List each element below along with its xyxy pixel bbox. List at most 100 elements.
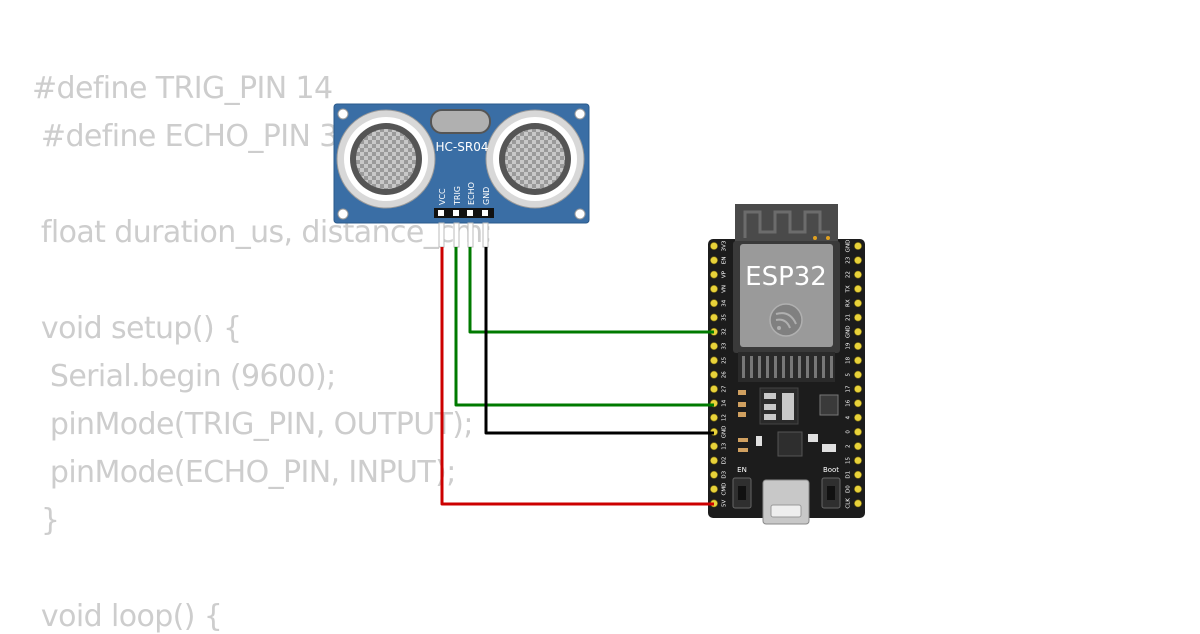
board-pin-right-d1[interactable] xyxy=(854,470,862,479)
boot-button-label: Boot xyxy=(823,466,839,474)
board-pin-right-rx[interactable] xyxy=(854,299,862,308)
board-pin-right-16[interactable] xyxy=(854,399,862,408)
board-pin-right-2[interactable] xyxy=(854,442,862,451)
board-pin-label: 5V xyxy=(722,500,728,507)
module-castellations xyxy=(738,352,835,382)
board-pin-left-cmd[interactable] xyxy=(710,485,718,493)
board-pin-right-18[interactable] xyxy=(854,356,862,365)
esp32-board[interactable]: ESP32 xyxy=(708,204,865,525)
board-pin-label: GND xyxy=(722,426,728,439)
esp32-module-shield xyxy=(740,244,833,347)
board-pin-left-12[interactable] xyxy=(710,413,718,422)
board-pin-left-13[interactable] xyxy=(710,442,718,451)
board-pin-label: D1 xyxy=(846,471,852,479)
board-pin-label: D3 xyxy=(722,470,728,478)
board-pin-left-vn[interactable] xyxy=(710,284,718,293)
mount-hole xyxy=(337,208,349,220)
board-pin-label: 35 xyxy=(722,314,728,321)
board-pin-right-gnd[interactable] xyxy=(854,242,862,250)
board-pin-label: 13 xyxy=(722,442,728,449)
board-pin-label: 0 xyxy=(846,430,852,434)
wire-trig-gpio14[interactable] xyxy=(454,247,714,407)
board-pin-label: 22 xyxy=(846,271,852,278)
board-pin-right-5[interactable] xyxy=(854,370,862,379)
board-pin-label: 18 xyxy=(846,356,852,363)
board-pin-label: RX xyxy=(846,299,852,307)
board-pin-right-0[interactable] xyxy=(854,427,862,436)
board-pin-right-clk[interactable] xyxy=(854,499,862,508)
ultrasonic-sensor[interactable]: HC-SR04 VCC TRIG ECHO GND xyxy=(333,103,590,248)
board-pin-left-d2[interactable] xyxy=(710,456,718,465)
mount-hole xyxy=(574,108,586,120)
board-pin-label: 17 xyxy=(846,385,852,392)
board-pin-label: CLK xyxy=(846,498,852,509)
board-pin-label: D0 xyxy=(846,485,852,493)
board-pin-right-19[interactable] xyxy=(854,342,862,350)
board-pin-label: EN xyxy=(722,257,728,265)
board-pin-right-22[interactable] xyxy=(854,270,862,279)
code-line: void setup() { xyxy=(32,311,242,346)
board-pin-label: 14 xyxy=(722,399,728,406)
mount-hole xyxy=(337,108,349,120)
board-pin-left-34[interactable] xyxy=(710,299,718,308)
usb-uart-chip xyxy=(777,431,803,457)
wifi-antenna xyxy=(735,204,838,244)
wire-vcc-5v[interactable] xyxy=(440,247,714,506)
sensor-pin-label-gnd: GND xyxy=(482,187,491,205)
transducer-left xyxy=(336,109,436,209)
pin-pad xyxy=(482,210,488,216)
board-pin-label: D2 xyxy=(722,457,728,465)
board-pin-left-vp[interactable] xyxy=(710,270,718,279)
sensor-pin-vcc[interactable] xyxy=(438,222,445,248)
transducer-right xyxy=(485,109,585,209)
board-pin-left-d3[interactable] xyxy=(710,470,718,479)
board-pin-left-en[interactable] xyxy=(710,256,718,265)
board-pin-right-d0[interactable] xyxy=(854,485,862,493)
board-pin-left-3v3[interactable] xyxy=(710,242,718,250)
board-pin-label: 25 xyxy=(722,356,728,363)
sensor-model-label: HC-SR04 xyxy=(436,140,489,154)
board-pin-left-35[interactable] xyxy=(710,313,718,322)
sensor-pin-header xyxy=(434,208,494,218)
board-pin-label: 16 xyxy=(846,399,852,406)
board-pin-right-15[interactable] xyxy=(854,456,862,465)
board-pin-right-17[interactable] xyxy=(854,385,862,393)
sensor-pin-trig[interactable] xyxy=(453,222,460,248)
sensor-pin-echo[interactable] xyxy=(467,222,474,248)
code-line: pinMode(ECHO_PIN, INPUT); xyxy=(32,455,456,490)
wire-gnd-gnd[interactable] xyxy=(484,247,714,435)
board-pin-left-26[interactable] xyxy=(710,370,718,379)
wire-echo-gpio32[interactable] xyxy=(468,247,714,334)
board-pin-left-33[interactable] xyxy=(710,342,718,350)
code-line: void loop() { xyxy=(32,599,223,634)
board-pin-label: 19 xyxy=(846,342,852,349)
board-pin-label: GND xyxy=(846,325,852,338)
crystal-oscillator xyxy=(430,109,491,134)
board-pin-label: 34 xyxy=(722,299,728,306)
board-pin-label: GND xyxy=(846,240,852,253)
board-pin-label: TX xyxy=(846,285,852,293)
board-pin-right-21[interactable] xyxy=(854,313,862,322)
pin-pad xyxy=(438,210,444,216)
board-pin-left-27[interactable] xyxy=(710,385,718,393)
en-button-label: EN xyxy=(737,466,747,474)
board-pin-label: 27 xyxy=(722,385,728,392)
board-pin-label: 21 xyxy=(846,314,852,321)
sensor-pin-label-trig: TRIG xyxy=(453,186,462,206)
wires xyxy=(440,247,714,506)
board-pin-label: 23 xyxy=(846,256,852,263)
board-pin-label: 12 xyxy=(722,414,728,421)
board-pin-left-25[interactable] xyxy=(710,356,718,365)
board-pin-right-4[interactable] xyxy=(854,413,862,422)
board-pin-right-gnd[interactable] xyxy=(854,327,862,336)
pin-pad xyxy=(453,210,459,216)
board-pin-right-23[interactable] xyxy=(854,256,862,265)
board-pin-right-tx[interactable] xyxy=(854,284,862,293)
board-pin-label: 15 xyxy=(846,457,852,464)
espressif-logo-icon xyxy=(769,303,803,337)
sensor-pin-gnd[interactable] xyxy=(482,222,489,248)
board-pin-label: 4 xyxy=(846,415,852,419)
